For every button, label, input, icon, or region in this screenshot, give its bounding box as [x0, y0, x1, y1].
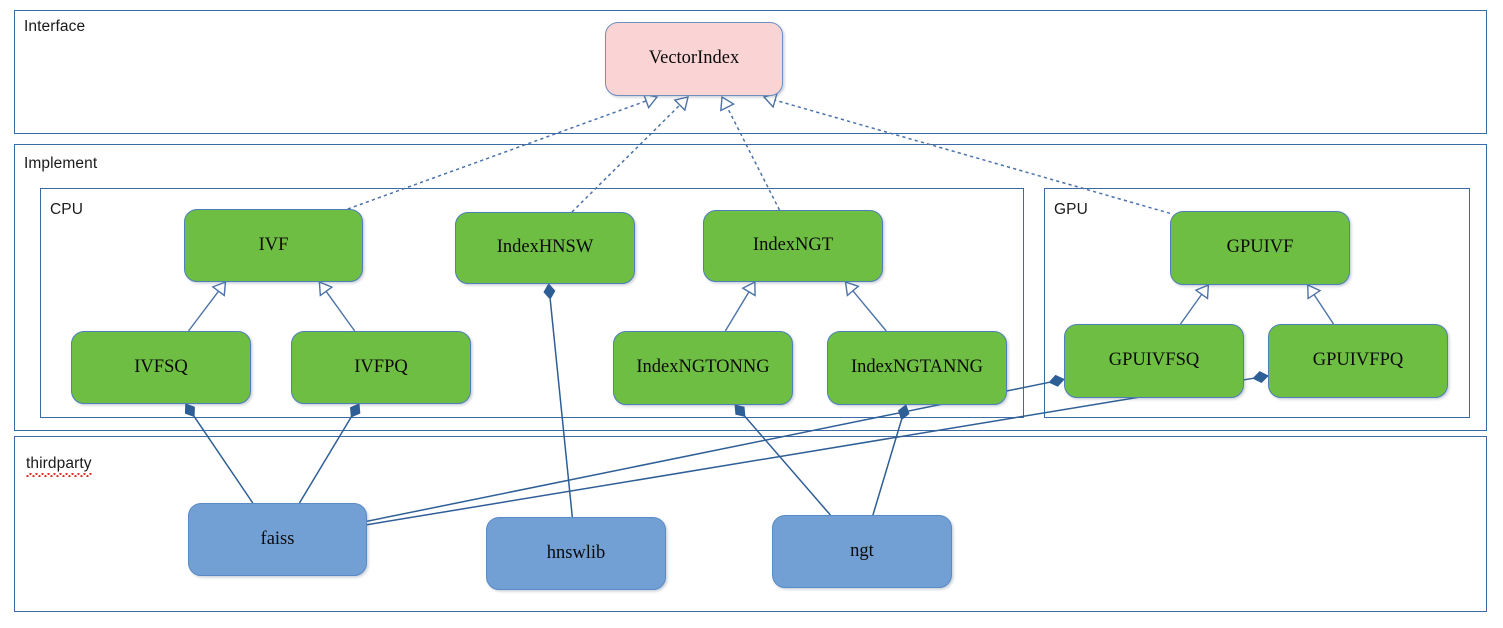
frame-gpu — [1044, 188, 1470, 418]
node-label: faiss — [260, 528, 295, 549]
node-indexhnsw[interactable]: IndexHNSW — [455, 212, 635, 284]
node-indexngtonng[interactable]: IndexNGTONNG — [613, 331, 793, 405]
node-ngt[interactable]: ngt — [772, 515, 952, 588]
node-label: IndexNGTANNG — [850, 357, 984, 378]
node-label: IndexNGTONNG — [636, 357, 770, 378]
node-ivfpq[interactable]: IVFPQ — [291, 331, 471, 404]
node-label: IndexNGT — [752, 235, 834, 256]
frame-gpu-label: GPU — [1054, 201, 1088, 218]
node-label: IndexHNSW — [496, 237, 594, 258]
frame-interface-label: Interface — [24, 18, 86, 35]
node-label: IVFSQ — [134, 356, 188, 377]
node-label: GPUIVFSQ — [1108, 350, 1200, 371]
node-label: VectorIndex — [648, 48, 740, 69]
node-faiss[interactable]: faiss — [188, 503, 367, 576]
frame-implement-label: Implement — [24, 155, 98, 172]
node-vectorindex[interactable]: VectorIndex — [605, 22, 783, 96]
node-gpuivf[interactable]: GPUIVF — [1170, 211, 1350, 285]
frame-thirdparty-label: thirdparty — [26, 455, 92, 477]
node-label: GPUIVFPQ — [1312, 350, 1404, 371]
node-hnswlib[interactable]: hnswlib — [486, 517, 666, 590]
node-label: ngt — [850, 540, 874, 561]
node-label: GPUIVF — [1226, 237, 1294, 258]
node-gpuivfsq[interactable]: GPUIVFSQ — [1064, 324, 1244, 398]
spellcheck-underline — [26, 473, 92, 477]
frame-cpu-label: CPU — [50, 201, 84, 218]
frame-thirdparty-text: thirdparty — [26, 455, 92, 472]
node-ivfsq[interactable]: IVFSQ — [71, 331, 251, 404]
node-gpuivfpq[interactable]: GPUIVFPQ — [1268, 324, 1448, 398]
node-indexngt[interactable]: IndexNGT — [703, 210, 883, 282]
node-indexngtanng[interactable]: IndexNGTANNG — [827, 331, 1007, 405]
node-label: IVF — [258, 234, 289, 255]
node-label: hnswlib — [546, 542, 606, 563]
node-ivf[interactable]: IVF — [184, 209, 363, 282]
node-label: IVFPQ — [354, 356, 408, 377]
